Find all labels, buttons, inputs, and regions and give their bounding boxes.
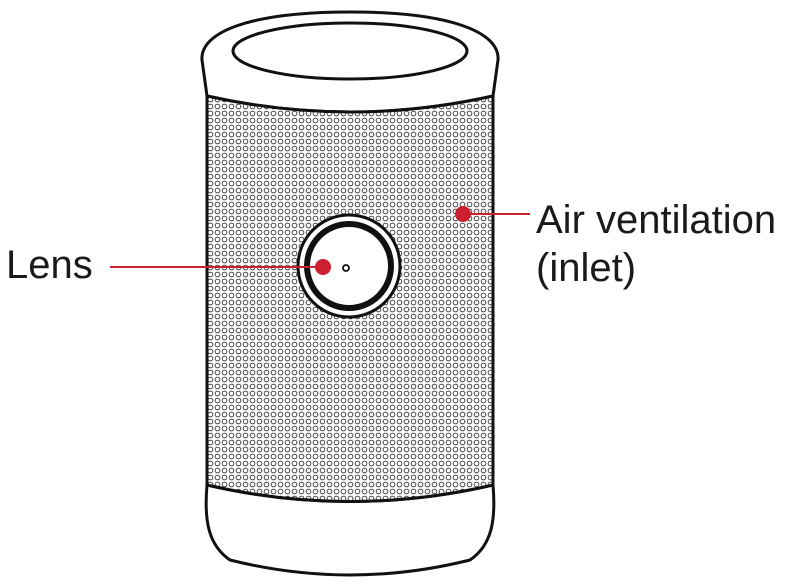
air-ventilation-callout <box>455 206 530 222</box>
lens-callout-dot <box>315 259 331 275</box>
lens-label: Lens <box>6 243 93 287</box>
lens-icon <box>296 213 402 319</box>
air-ventilation-label-line2: (inlet) <box>536 246 637 290</box>
air-ventilation-label-line1: Air ventilation <box>536 198 777 242</box>
air-ventilation-label: Air ventilation (inlet) <box>536 196 776 292</box>
air-ventilation-callout-dot <box>455 206 471 222</box>
portable-cylinder-projector-icon <box>200 10 500 577</box>
lens-callout <box>110 259 331 275</box>
top-disc <box>231 21 469 81</box>
